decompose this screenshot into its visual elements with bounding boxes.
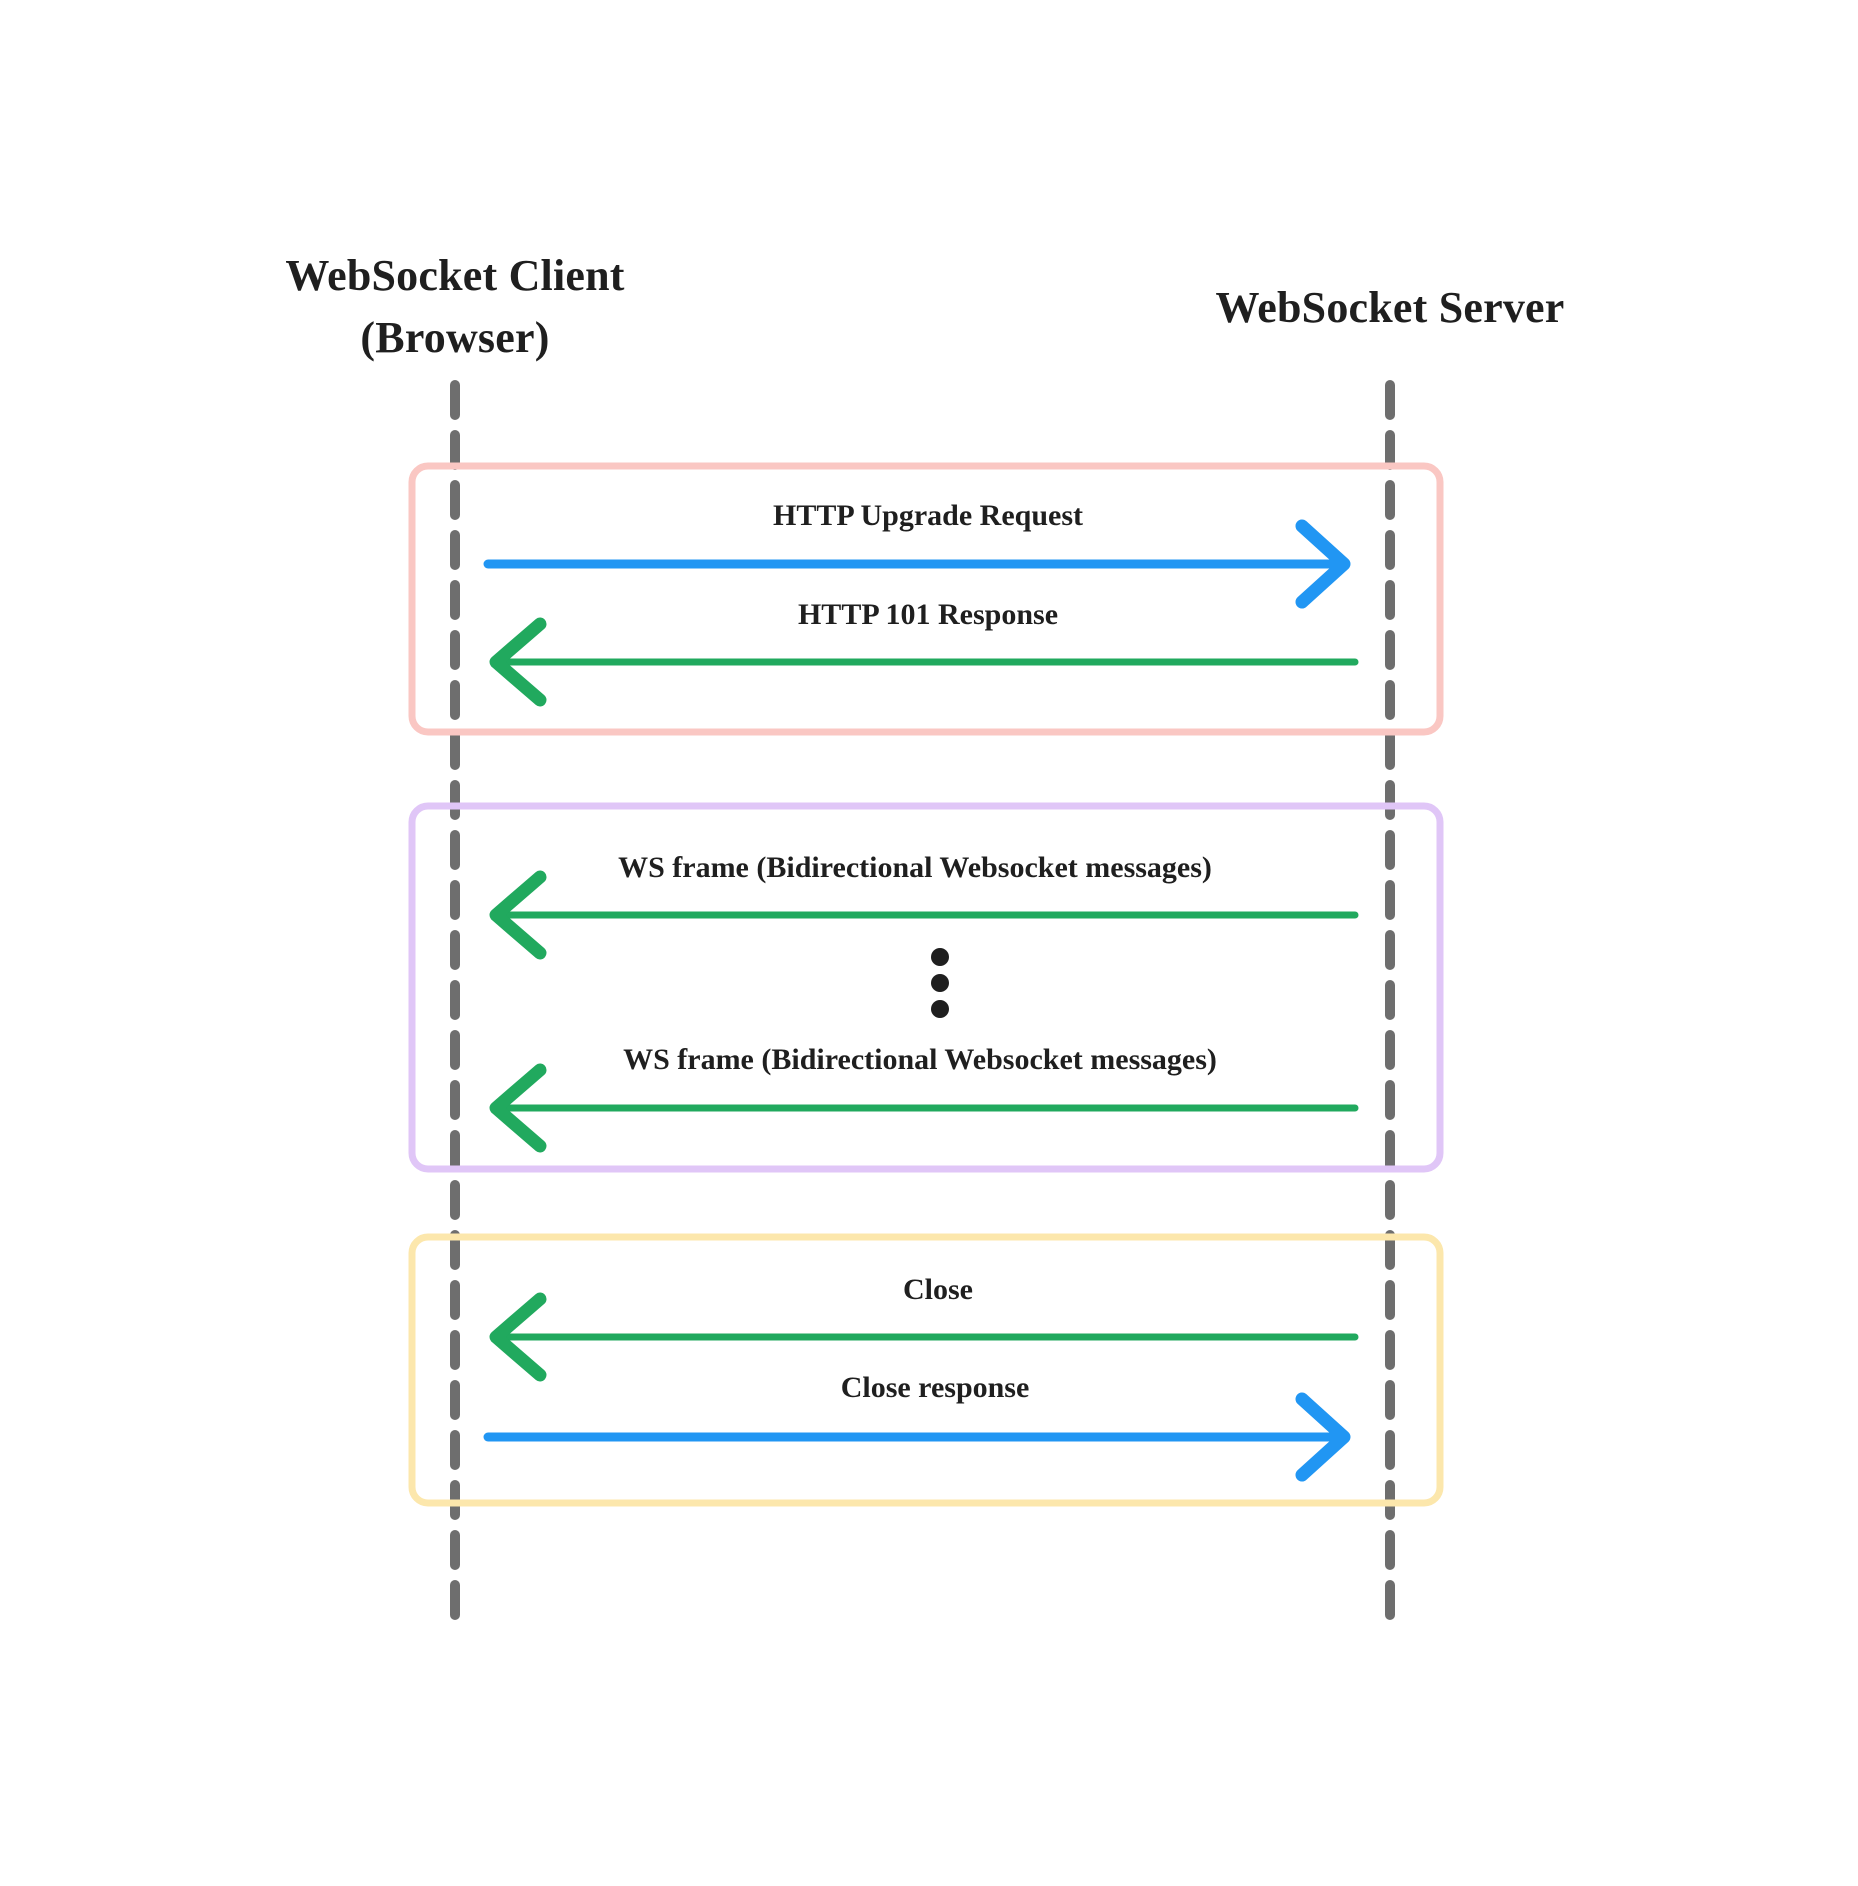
message-label-ws-frame-2: WS frame (Bidirectional Websocket messag… — [623, 1043, 1217, 1076]
message-label-http-upgrade-request: HTTP Upgrade Request — [773, 499, 1083, 532]
message-close-response: Close response — [483, 1371, 1351, 1482]
actor-server-label-line1: WebSocket Server — [1215, 283, 1564, 332]
message-label-http-101-response: HTTP 101 Response — [798, 598, 1058, 631]
ellipsis-dot-1 — [931, 948, 949, 966]
message-http-101-response: HTTP 101 Response — [489, 598, 1359, 707]
actor-client: WebSocket Client (Browser) — [285, 251, 624, 362]
handshake-group-box — [408, 462, 1444, 736]
message-close: Close — [489, 1273, 1359, 1382]
arrow-head-left-close — [489, 1292, 547, 1382]
arrow-head-right-http-upgrade-request — [1295, 519, 1351, 609]
message-ws-frame-2: WS frame (Bidirectional Websocket messag… — [489, 1043, 1359, 1153]
ellipsis-dot-3 — [931, 1000, 949, 1018]
arrow-head-left-http-101-response — [489, 617, 547, 707]
actor-client-label-line2: (Browser) — [360, 313, 549, 362]
actor-server: WebSocket Server — [1215, 283, 1564, 332]
arrow-head-right-close-response — [1295, 1392, 1351, 1482]
ellipsis-dot-2 — [931, 974, 949, 992]
message-ws-frame-1: WS frame (Bidirectional Websocket messag… — [489, 851, 1359, 960]
arrow-head-left-ws-frame-2 — [489, 1063, 547, 1153]
message-label-ws-frame-1: WS frame (Bidirectional Websocket messag… — [618, 851, 1212, 884]
arrow-head-left-ws-frame-1 — [489, 870, 547, 960]
actor-client-label-line1: WebSocket Client — [285, 251, 624, 300]
message-label-close-response: Close response — [841, 1371, 1030, 1404]
close-group-box — [408, 1233, 1444, 1507]
message-label-close: Close — [903, 1273, 973, 1306]
message-http-upgrade-request: HTTP Upgrade Request — [483, 499, 1351, 609]
data-exchange-group-box — [408, 802, 1444, 1173]
vertical-ellipsis — [931, 948, 949, 1018]
